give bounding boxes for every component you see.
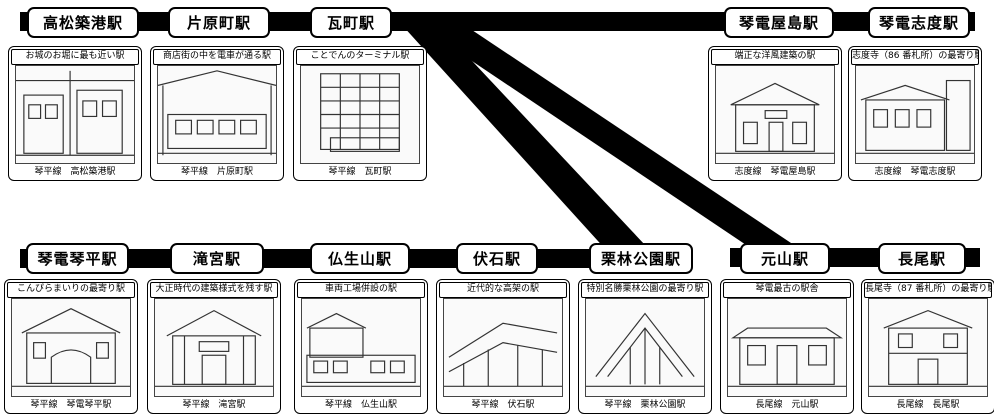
two-story-station-icon (868, 298, 988, 397)
old-station-icon (727, 298, 847, 397)
temple-station-icon (855, 65, 975, 164)
station-label-kawaramachi[interactable]: 瓦町駅 (310, 7, 392, 38)
station-label-kataharamachi[interactable]: 片原町駅 (168, 7, 270, 38)
card-caption: 琴電最古の駅舎 (723, 282, 851, 298)
card-footer: 琴平線 片原町駅 (180, 167, 254, 177)
taisho-station-icon (154, 298, 274, 397)
card-caption: 近代的な高架の駅 (439, 282, 567, 298)
card-caption: 長尾寺（87 番札所）の最寄り駅 (864, 282, 992, 298)
card-caption: 車両工場併設の駅 (297, 282, 425, 298)
shopping-street-icon (157, 65, 277, 164)
station-card-kawaramachi[interactable]: ことでんのターミナル駅 琴平線 瓦町駅 (293, 46, 427, 181)
train-front-icon (15, 65, 135, 164)
card-footer: 志度線 琴電志度駅 (874, 167, 956, 177)
station-card-kataharamachi[interactable]: 商店街の中を電車が通る駅 琴平線 片原町駅 (150, 46, 284, 181)
nagao-line (402, 14, 812, 261)
card-caption: 商店街の中を電車が通る駅 (153, 49, 281, 65)
station-label-motoyama[interactable]: 元山駅 (740, 243, 830, 274)
card-caption: 特別名勝栗林公園の最寄り駅 (581, 282, 709, 298)
terminal-building-icon (300, 65, 420, 164)
station-label-takamatsu[interactable]: 高松築港駅 (27, 7, 139, 38)
card-footer: 長尾線 元山駅 (755, 400, 819, 410)
station-card-kotoden-yashima[interactable]: 端正な洋風建築の駅 志度線 琴電屋島駅 (708, 46, 842, 181)
station-label-kotoden-yashima[interactable]: 琴電屋島駅 (724, 7, 834, 38)
card-footer: 長尾線 長尾駅 (896, 400, 960, 410)
card-caption: 大正時代の建築様式を残す駅 (150, 282, 278, 298)
classic-station-icon (11, 298, 131, 397)
station-label-busshozan[interactable]: 仏生山駅 (310, 243, 410, 274)
station-card-fuseishi[interactable]: 近代的な高架の駅 琴平線 伏石駅 (436, 279, 570, 414)
western-station-icon (715, 65, 835, 164)
station-label-nagao[interactable]: 長尾駅 (878, 243, 966, 274)
card-footer: 志度線 琴電屋島駅 (734, 167, 816, 177)
station-card-motoyama[interactable]: 琴電最古の駅舎 長尾線 元山駅 (720, 279, 854, 414)
card-footer: 琴平線 仏生山駅 (324, 400, 398, 410)
depot-icon (301, 298, 421, 397)
station-card-kotoden-shido[interactable]: 志度寺（86 番札所）の最寄り駅 志度線 琴電志度駅 (848, 46, 982, 181)
station-card-takamatsu[interactable]: お城のお堀に最も近い駅 琴平線 高松築港駅 (8, 46, 142, 181)
card-footer: 琴平線 瓦町駅 (328, 167, 392, 177)
station-card-takinomiya[interactable]: 大正時代の建築様式を残す駅 琴平線 滝宮駅 (147, 279, 281, 414)
card-footer: 琴平線 伏石駅 (471, 400, 535, 410)
triangle-roof-station-icon (585, 298, 705, 397)
station-label-ritsurin[interactable]: 栗林公園駅 (589, 243, 693, 274)
shido-line (392, 14, 661, 262)
station-card-busshozan[interactable]: 車両工場併設の駅 琴平線 仏生山駅 (294, 279, 428, 414)
card-footer: 琴平線 滝宮駅 (182, 400, 246, 410)
station-card-nagao[interactable]: 長尾寺（87 番札所）の最寄り駅 長尾線 長尾駅 (861, 279, 994, 414)
card-caption: 志度寺（86 番札所）の最寄り駅 (851, 49, 979, 65)
card-caption: お城のお堀に最も近い駅 (11, 49, 139, 65)
station-label-takinomiya[interactable]: 滝宮駅 (170, 243, 264, 274)
station-label-fuseishi[interactable]: 伏石駅 (456, 243, 538, 274)
station-card-kotoden-kotohira[interactable]: こんぴらまいりの最寄り駅 琴平線 琴電琴平駅 (4, 279, 138, 414)
card-footer: 琴平線 栗林公園駅 (604, 400, 686, 410)
card-caption: ことでんのターミナル駅 (296, 49, 424, 65)
station-label-kotoden-shido[interactable]: 琴電志度駅 (868, 7, 970, 38)
card-caption: 端正な洋風建築の駅 (711, 49, 839, 65)
card-footer: 琴平線 琴電琴平駅 (30, 400, 112, 410)
card-caption: こんぴらまいりの最寄り駅 (7, 282, 135, 298)
card-footer: 琴平線 高松築港駅 (34, 167, 116, 177)
station-label-kotoden-kotohira[interactable]: 琴電琴平駅 (26, 243, 129, 274)
station-card-ritsurin[interactable]: 特別名勝栗林公園の最寄り駅 琴平線 栗林公園駅 (578, 279, 712, 414)
elevated-station-icon (443, 298, 563, 397)
